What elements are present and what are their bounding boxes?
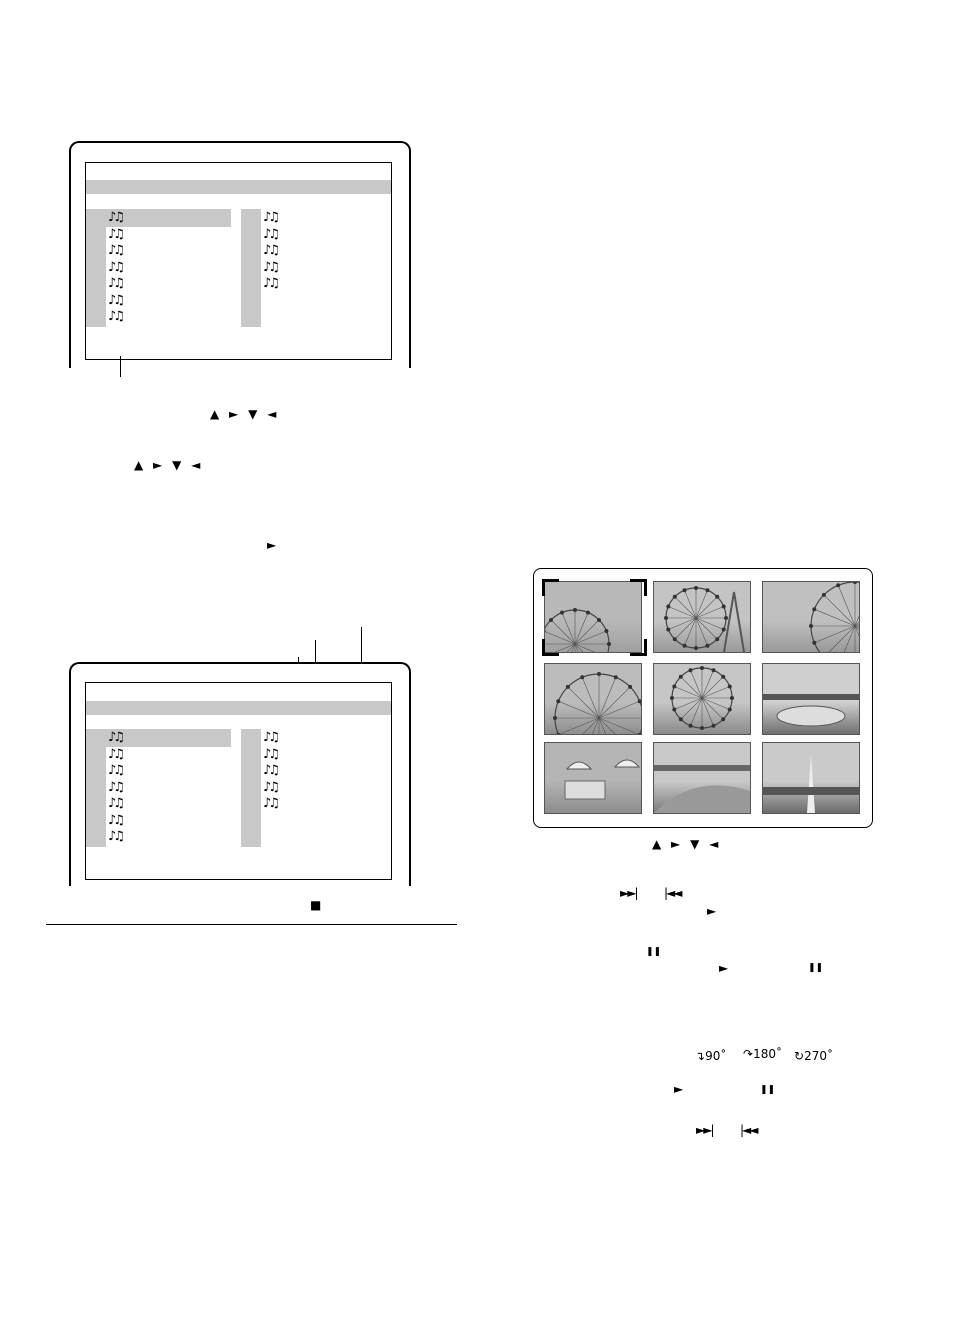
music-note-icon[interactable]: ♪♫ bbox=[263, 226, 280, 242]
screen-title-bar bbox=[86, 180, 391, 194]
track-column-left-bar bbox=[86, 209, 106, 327]
section-divider bbox=[46, 924, 457, 925]
music-note-icon[interactable]: ♪♫ bbox=[108, 730, 125, 745]
rotate-90-icon: ↴90˚ bbox=[695, 1049, 727, 1063]
music-note-icon[interactable]: ♪♫ bbox=[108, 812, 125, 828]
music-note-icon[interactable]: ♪♫ bbox=[108, 292, 125, 308]
selection-cursor-corner bbox=[542, 579, 559, 596]
mp3-menu-screen-top: ♪♫♪♫♪♫♪♫♪♫♪♫♪♫ ♪♫♪♫♪♫♪♫♪♫ bbox=[85, 162, 392, 360]
callout-line-top bbox=[120, 356, 121, 377]
selected-track-highlight bbox=[106, 209, 231, 227]
skip-next-icon: ►►| bbox=[696, 1123, 714, 1137]
music-note-icon[interactable]: ♪♫ bbox=[108, 779, 125, 795]
play-icon: ► bbox=[707, 904, 717, 918]
thumbnail-ferris-wheel-4[interactable] bbox=[544, 663, 642, 735]
music-note-icon[interactable]: ♪♫ bbox=[263, 259, 280, 275]
skip-prev-icon: |◄◄ bbox=[740, 1123, 758, 1137]
music-note-icon[interactable]: ♪♫ bbox=[108, 763, 125, 778]
thumbnail-ferris-wheel-2[interactable] bbox=[653, 581, 751, 653]
music-note-icon[interactable]: ♪♫ bbox=[263, 746, 280, 762]
music-note-icon[interactable]: ♪♫ bbox=[263, 779, 280, 795]
music-note-icon[interactable]: ♪♫ bbox=[263, 730, 280, 745]
rotate-270-icon: ↻270˚ bbox=[794, 1049, 833, 1063]
music-note-icon[interactable]: ♪♫ bbox=[263, 276, 280, 291]
play-icon: ► bbox=[719, 961, 729, 975]
thumbnail-ferris-wheel-1[interactable] bbox=[544, 581, 642, 653]
screen-title-bar bbox=[86, 701, 391, 715]
thumbnail-ferris-wheel-5[interactable] bbox=[653, 663, 751, 735]
thumbnail-park-flowers-1[interactable] bbox=[762, 663, 860, 735]
music-note-icon[interactable]: ♪♫ bbox=[108, 259, 125, 275]
music-note-icon[interactable]: ♪♫ bbox=[108, 276, 125, 291]
thumbnail-fountain[interactable] bbox=[762, 742, 860, 814]
track-column-left-bar bbox=[86, 729, 106, 847]
music-note-icon[interactable]: ♪♫ bbox=[108, 746, 125, 762]
thumbnail-ferris-wheel-3[interactable] bbox=[762, 581, 860, 653]
thumbnail-umbrellas[interactable] bbox=[544, 742, 642, 814]
rotate-180-icon: ↷180˚ bbox=[743, 1047, 782, 1061]
music-note-icon[interactable]: ♪♫ bbox=[263, 763, 280, 778]
music-note-icon[interactable]: ♪♫ bbox=[108, 796, 125, 811]
picture-thumbnail-panel bbox=[533, 568, 873, 828]
track-column-right-bar bbox=[241, 729, 261, 847]
pause-icon: ❚❚ bbox=[808, 963, 824, 973]
mp3-menu-screen-bottom: ♪♫♪♫♪♫♪♫♪♫♪♫♪♫ ♪♫♪♫♪♫♪♫♪♫ bbox=[85, 682, 392, 880]
music-note-icon[interactable]: ♪♫ bbox=[263, 796, 280, 811]
thumbnail-park-flowers-2[interactable] bbox=[653, 742, 751, 814]
arrow-keys-icon: ▲ ► ▼ ◄ bbox=[134, 458, 201, 472]
music-note-icon[interactable]: ♪♫ bbox=[108, 829, 125, 844]
arrow-keys-icon: ▲ ► ▼ ◄ bbox=[210, 407, 277, 421]
selection-cursor-corner bbox=[542, 639, 559, 656]
music-note-icon[interactable]: ♪♫ bbox=[108, 243, 125, 258]
pause-icon: ❚❚ bbox=[646, 947, 662, 957]
music-note-icon[interactable]: ♪♫ bbox=[108, 309, 125, 324]
stop-icon: ■ bbox=[310, 898, 322, 912]
selection-cursor-corner bbox=[630, 639, 647, 656]
music-note-icon[interactable]: ♪♫ bbox=[108, 226, 125, 242]
skip-next-icon: ►►| bbox=[620, 886, 638, 900]
music-note-icon[interactable]: ♪♫ bbox=[263, 210, 280, 225]
play-icon: ► bbox=[267, 538, 277, 552]
play-icon: ► bbox=[674, 1082, 684, 1096]
arrow-keys-icon: ▲ ► ▼ ◄ bbox=[652, 837, 719, 851]
pause-icon: ❚❚ bbox=[760, 1085, 776, 1095]
music-note-icon[interactable]: ♪♫ bbox=[108, 210, 125, 225]
selection-cursor-corner bbox=[630, 579, 647, 596]
skip-prev-icon: |◄◄ bbox=[664, 886, 682, 900]
music-note-icon[interactable]: ♪♫ bbox=[263, 243, 280, 258]
track-column-right-bar bbox=[241, 209, 261, 327]
callout-line-3 bbox=[361, 627, 362, 687]
selected-track-highlight bbox=[106, 729, 231, 747]
